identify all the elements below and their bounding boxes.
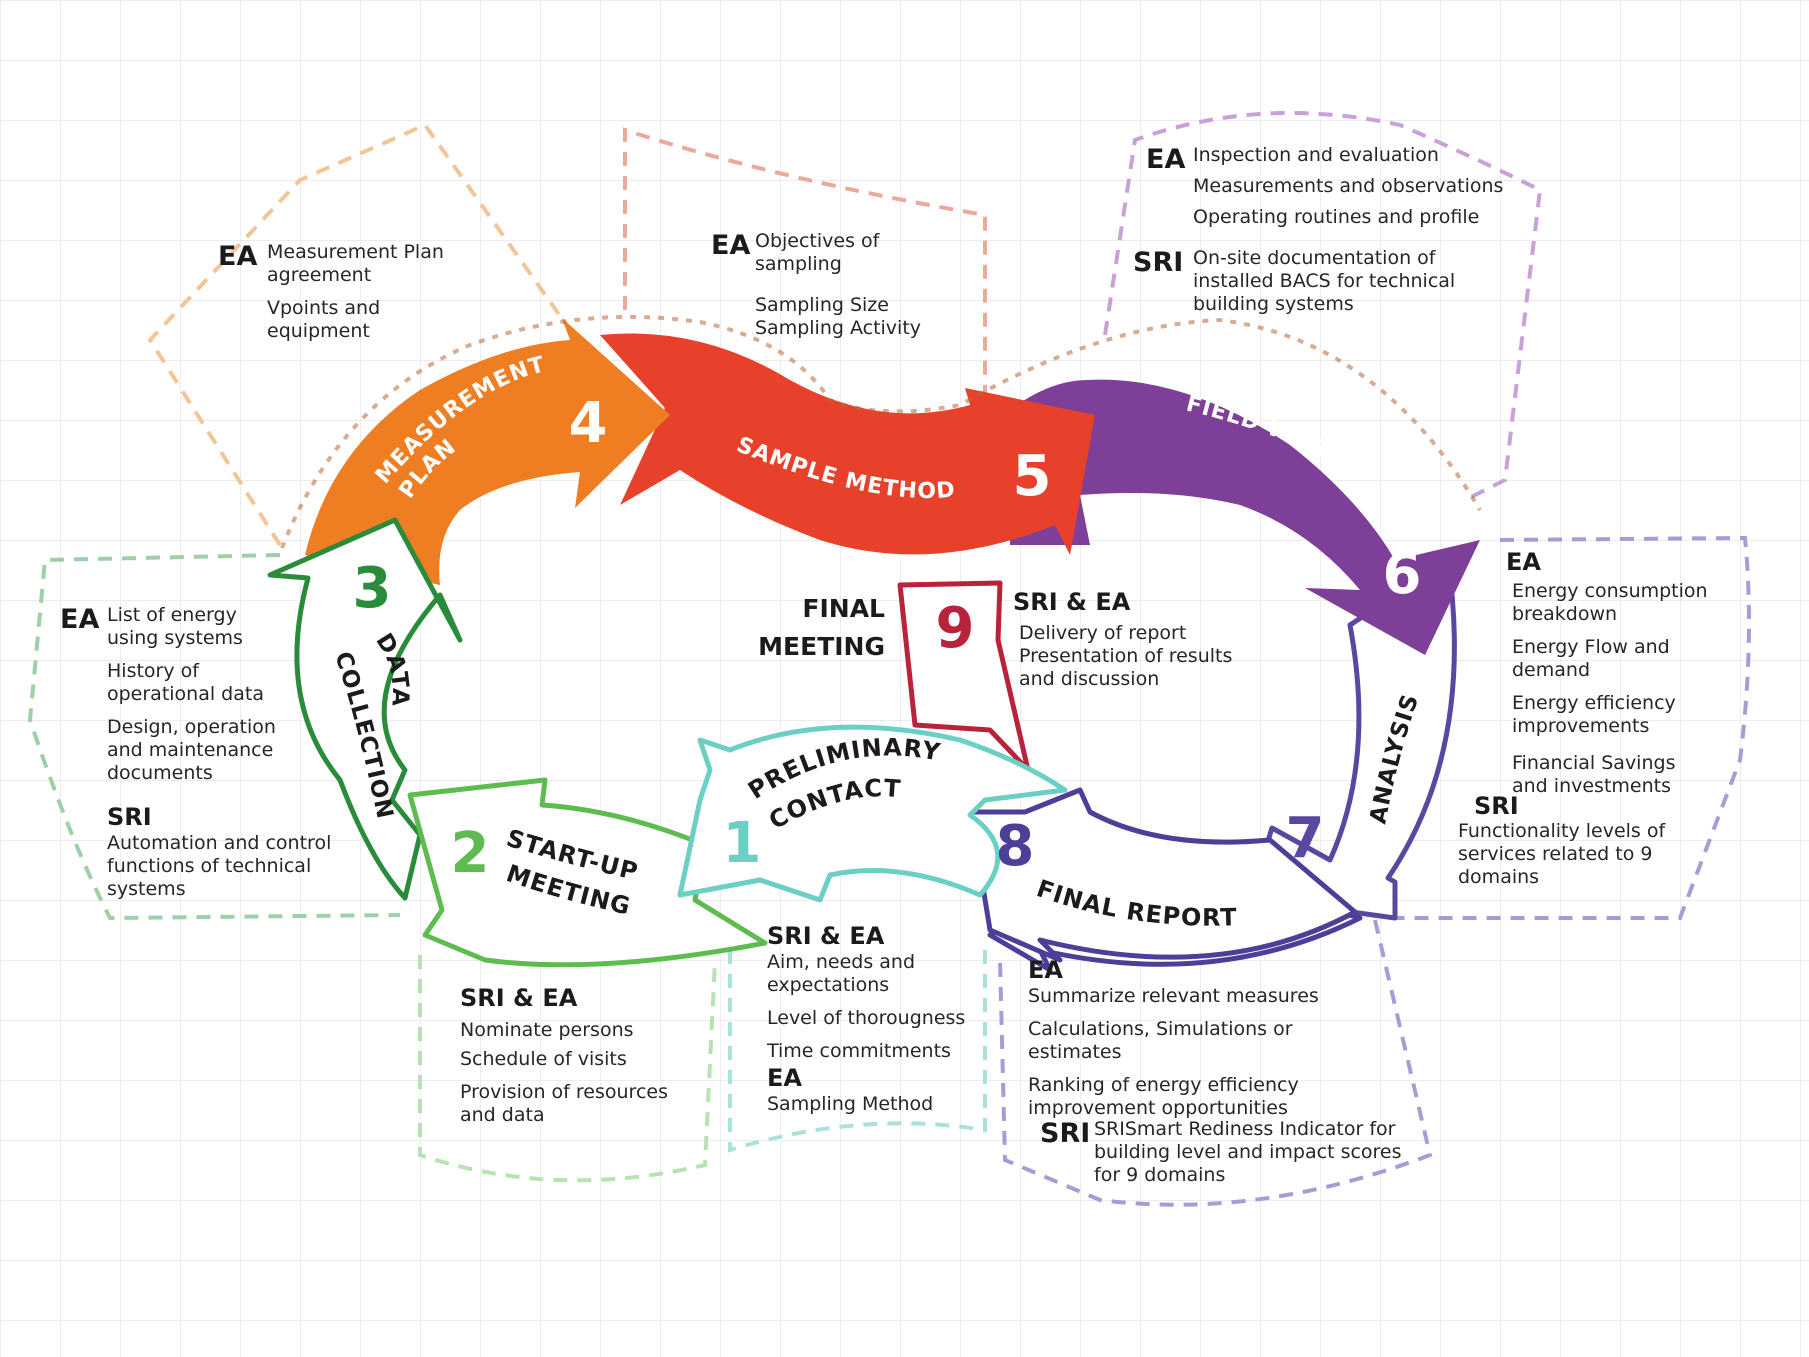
analysis-note-tag-ea: EA xyxy=(1506,548,1541,576)
note-outline-analysis xyxy=(1385,535,1751,920)
finalmeeting-note-items: Delivery of report Presentation of resul… xyxy=(1019,622,1259,691)
fieldwork-note-item: Measurements and observations xyxy=(1193,175,1504,197)
stage-2-number: 2 xyxy=(451,821,490,886)
stage-8-number: 8 xyxy=(996,814,1035,879)
fieldwork-note-tag-sri: SRI xyxy=(1133,247,1184,278)
datacollection-note-item: History of operational data xyxy=(107,660,264,705)
finalmeeting-note-item: Delivery of report xyxy=(1019,622,1187,644)
fieldwork-note-item: Inspection and evaluation xyxy=(1193,144,1439,166)
measurement-note-tag: EA xyxy=(218,241,258,272)
sample-note-item: Objectives of sampling xyxy=(755,230,880,275)
fieldwork-note-item: On-site documentation of installed BACS … xyxy=(1193,247,1456,315)
analysis-note-item: Financial Savings and investments xyxy=(1512,752,1676,797)
stage-3-number: 3 xyxy=(353,556,392,621)
finalreport-note-items-sri: SRISmart Rediness Indicator for building… xyxy=(1094,1118,1424,1187)
stage-1-number: 1 xyxy=(723,811,762,876)
preliminary-note-tag-1: SRI & EA xyxy=(767,922,885,950)
analysis-note-items-ea: Energy consumption breakdown Energy Flow… xyxy=(1512,580,1732,798)
analysis-note-item: Energy Flow and demand xyxy=(1512,636,1670,681)
finalreport-note: EA Summarize relevant measures Calculati… xyxy=(1028,955,1368,1120)
datacollection-note-item: Design, operation and maintenance docume… xyxy=(107,716,276,784)
stage-6-number: 6 xyxy=(1383,542,1422,607)
finalreport-note-item: Ranking of energy efficiency improvement… xyxy=(1028,1074,1299,1119)
sample-note-tag: EA xyxy=(711,230,751,261)
startup-note-tag: SRI & EA xyxy=(460,984,578,1012)
startup-note-item: Nominate persons xyxy=(460,1019,634,1041)
analysis-note-item: Functionality levels of services related… xyxy=(1458,820,1666,888)
stage-4-number: 4 xyxy=(569,391,608,456)
preliminary-note-item: Time commitments xyxy=(767,1040,951,1062)
finalreport-note-tag-ea: EA xyxy=(1028,956,1063,984)
stage-2-arrow xyxy=(407,777,768,968)
stage-3-arrow xyxy=(267,517,463,901)
measurement-note-item: Vpoints and equipment xyxy=(267,297,381,342)
stage-5-number: 5 xyxy=(1013,444,1052,509)
preliminary-note-tag-2: EA xyxy=(767,1064,802,1092)
sample-note-items: Objectives of sampling Sampling Size Sam… xyxy=(755,230,955,340)
sample-note-item: Sampling Size xyxy=(755,294,889,316)
fieldwork-note-items-sri: On-site documentation of installed BACS … xyxy=(1193,247,1483,316)
datacollection-note-tag-ea: EA xyxy=(60,604,100,635)
datacollection-note-tag-sri: SRI xyxy=(107,803,152,831)
startup-note-item: Schedule of visits xyxy=(460,1048,627,1070)
note-outline-sample xyxy=(623,127,987,395)
analysis-note-items-sri: Functionality levels of services related… xyxy=(1458,820,1683,889)
fieldwork-note-tag-ea: EA xyxy=(1146,144,1186,175)
preliminary-note: SRI & EA Aim, needs and expectations Lev… xyxy=(767,921,997,1116)
finalreport-note-tag-sri: SRI xyxy=(1040,1118,1091,1149)
measurement-note-item: Measurement Plan agreement xyxy=(267,241,444,286)
stage-7-number: 7 xyxy=(1286,806,1325,871)
measurement-note-items: Measurement Plan agreement Vpoints and e… xyxy=(267,241,487,343)
analysis-note-item: Energy consumption breakdown xyxy=(1512,580,1708,625)
stage-6-arrow xyxy=(1070,379,1480,655)
fieldwork-note-item: Operating routines and profile xyxy=(1193,206,1480,228)
note-outline-measurement xyxy=(147,122,572,547)
preliminary-note-item: Aim, needs and expectations xyxy=(767,951,916,996)
note-outline-finalreport xyxy=(998,919,1433,1207)
preliminary-note-item: Sampling Method xyxy=(767,1093,934,1115)
finalreport-note-item: Calculations, Simulations or estimates xyxy=(1028,1018,1293,1063)
startup-note: SRI & EA Nominate persons Schedule of vi… xyxy=(460,983,700,1127)
note-outline-preliminary xyxy=(728,950,987,1153)
stage-5-arrow xyxy=(600,333,1095,555)
analysis-note-item: Energy efficiency improvements xyxy=(1512,692,1676,737)
stage-7-arrow xyxy=(1247,557,1457,921)
finalreport-note-item: SRISmart Rediness Indicator for building… xyxy=(1094,1118,1402,1186)
analysis-note-tag-sri: SRI xyxy=(1474,792,1519,820)
finalreport-note-item: Summarize relevant measures xyxy=(1028,985,1319,1007)
datacollection-note-items-ea: List of energy using systems History of … xyxy=(107,604,297,785)
note-outline-fieldwork xyxy=(1103,111,1543,502)
finalmeeting-note-tag: SRI & EA xyxy=(1013,588,1131,616)
stage-8-body xyxy=(962,787,1358,963)
stage-1-arrow xyxy=(677,724,1068,903)
note-outline-datacollection xyxy=(27,553,401,921)
preliminary-note-item: Level of thorougness xyxy=(767,1007,966,1029)
datacollection-note-sri: SRI Automation and control functions of … xyxy=(107,802,357,901)
datacollection-note-item: Automation and control functions of tech… xyxy=(107,832,332,900)
datacollection-note-item: List of energy using systems xyxy=(107,604,243,649)
stage-9-title: FINAL MEETING xyxy=(758,594,885,661)
note-outline-startup xyxy=(418,955,717,1183)
fieldwork-note-items-ea: Inspection and evaluation Measurements a… xyxy=(1193,144,1543,229)
startup-note-item: Provision of resources and data xyxy=(460,1081,668,1126)
stage-9-number: 9 xyxy=(936,596,975,661)
top-dotted-arc xyxy=(280,314,1482,549)
finalmeeting-note-item: Presentation of results and discussion xyxy=(1019,645,1233,690)
sample-note-item: Sampling Activity xyxy=(755,317,922,339)
